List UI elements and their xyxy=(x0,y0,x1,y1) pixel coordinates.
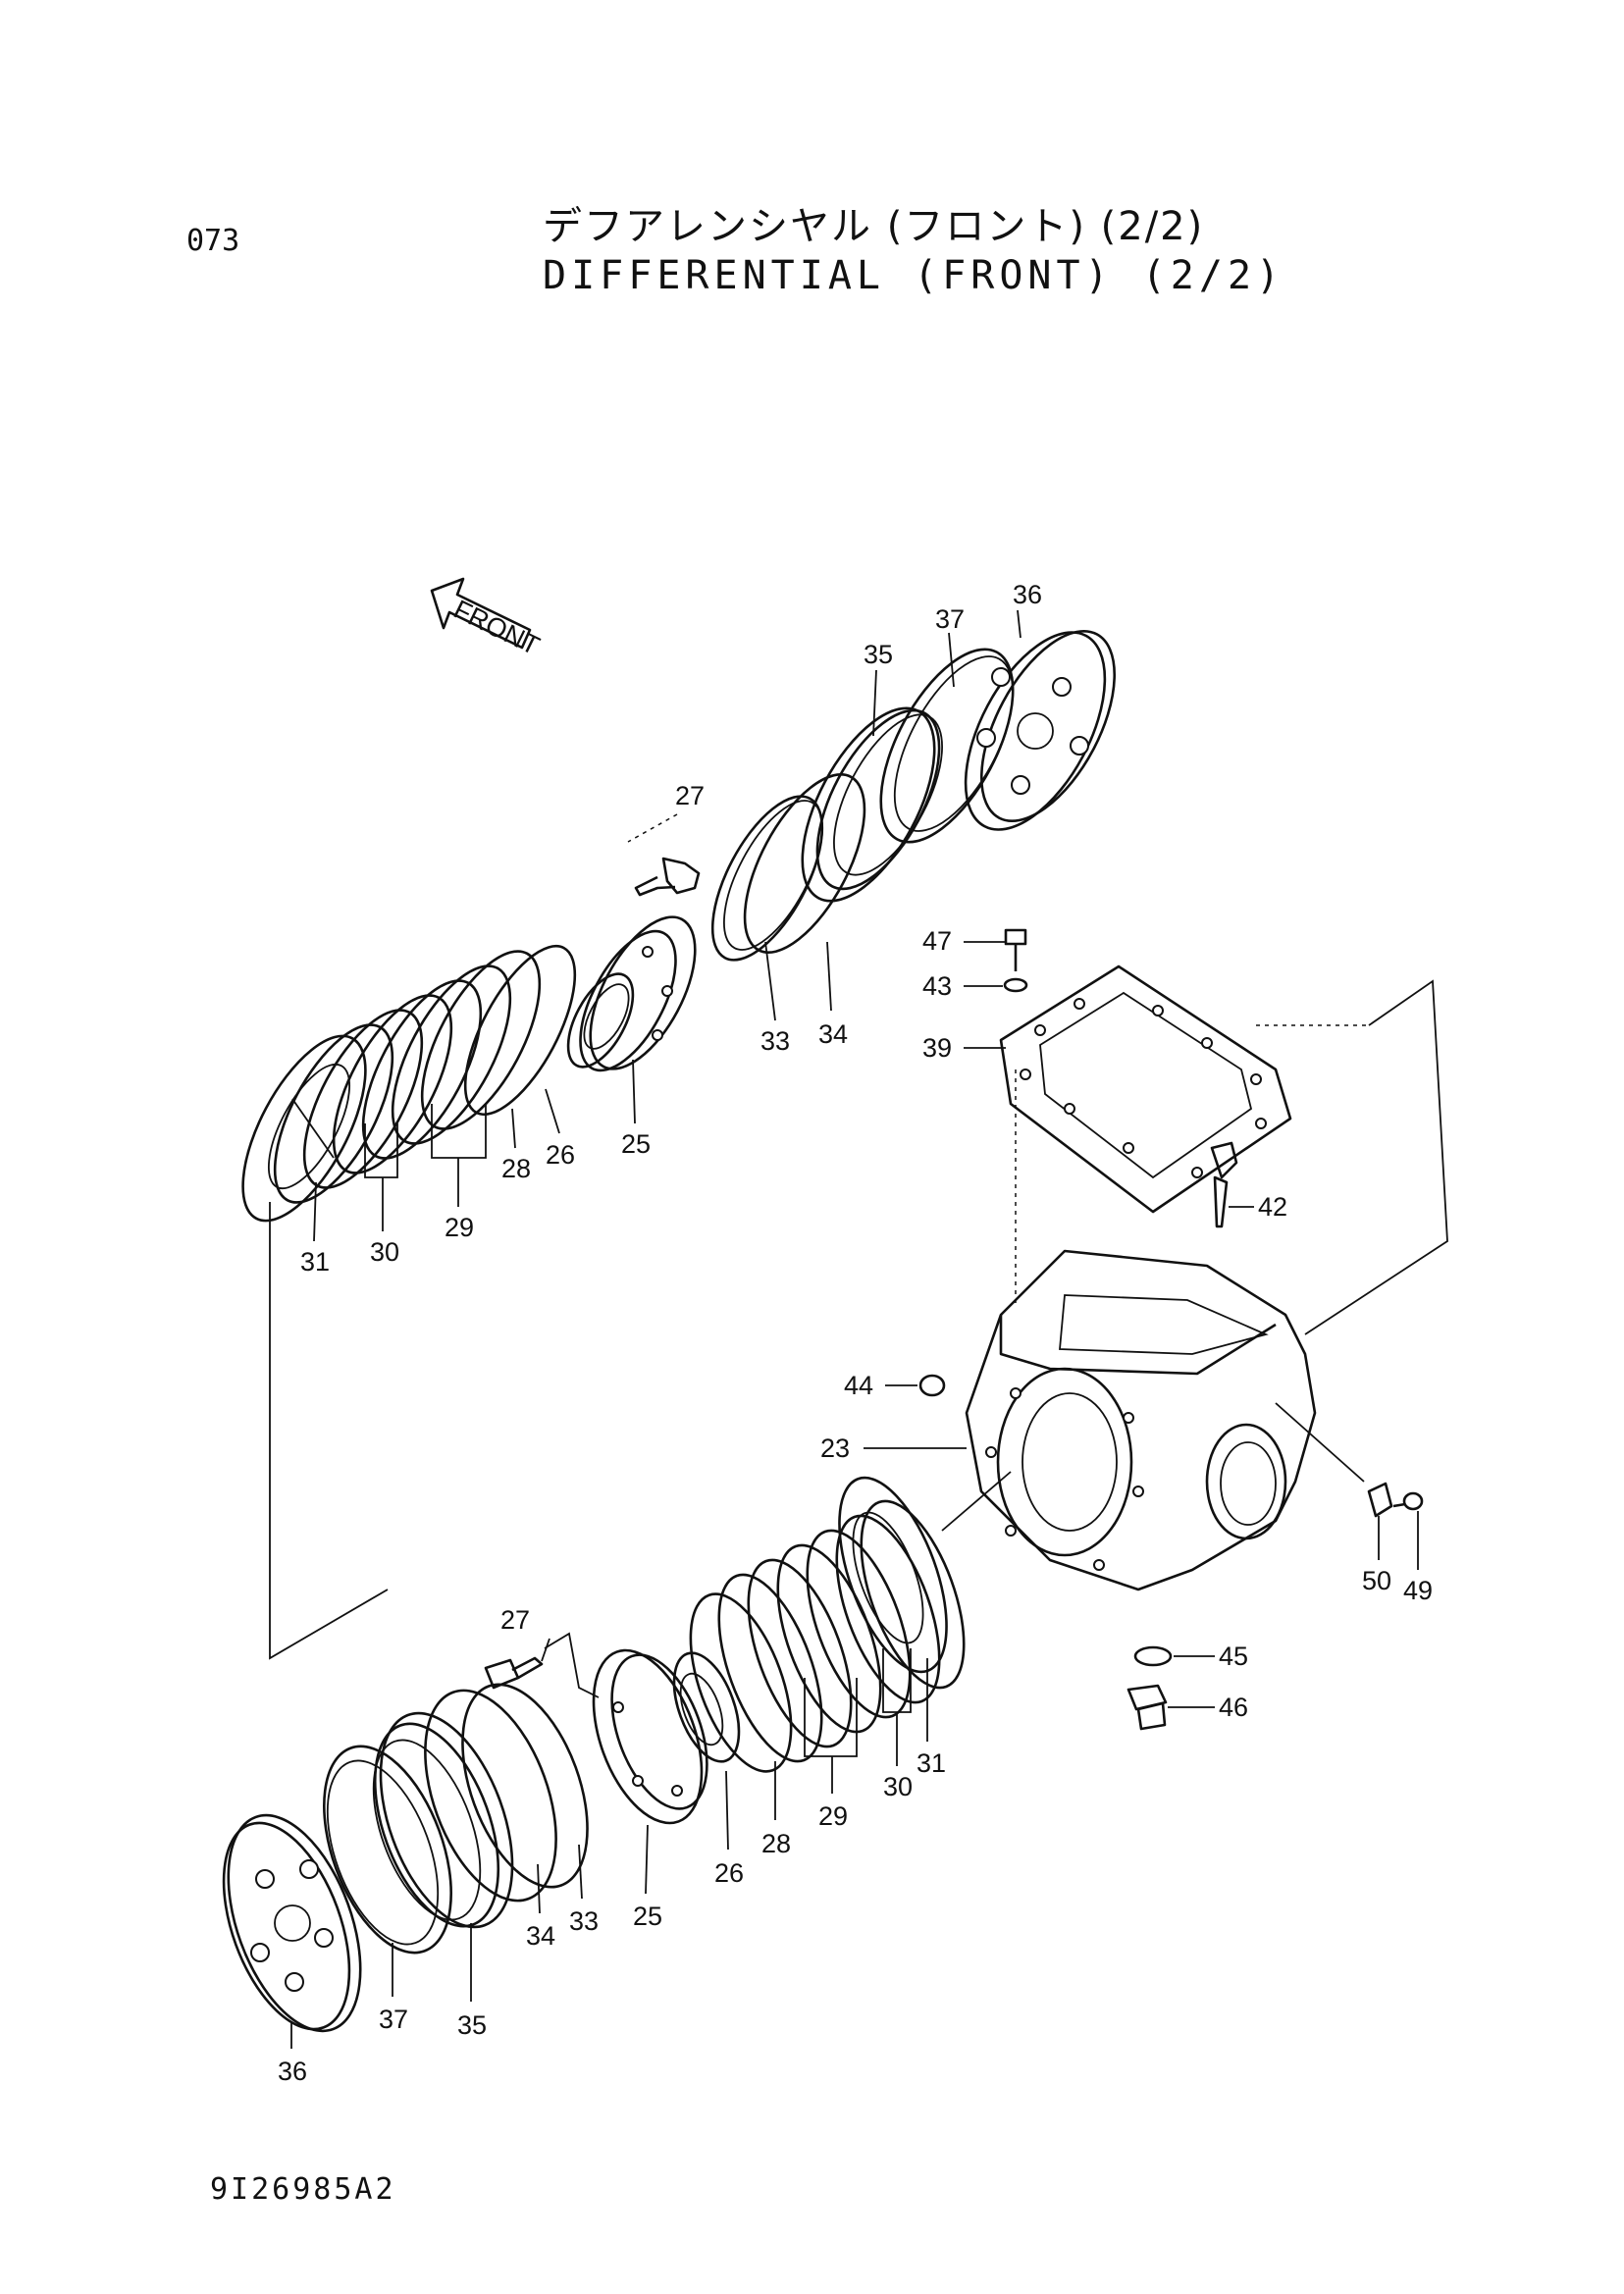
part-35-upper-piston xyxy=(801,706,943,903)
part-47-bolt xyxy=(1004,928,1027,971)
label-29-upper: 29 xyxy=(445,1213,474,1242)
part-23-housing xyxy=(965,1249,1317,1591)
label-27-lower: 27 xyxy=(500,1605,530,1635)
label-42: 42 xyxy=(1258,1192,1287,1222)
upper-leader-lines xyxy=(313,609,1022,1242)
part-37-upper-plate xyxy=(879,648,1015,844)
label-28-lower: 28 xyxy=(761,1829,791,1858)
label-28-upper: 28 xyxy=(501,1154,531,1183)
assembly-bracket-line xyxy=(269,1202,389,1660)
part-43-washer xyxy=(1003,977,1028,993)
part-25-lower-retainer xyxy=(592,1648,741,1825)
label-25-lower: 25 xyxy=(633,1902,662,1931)
label-26-upper: 26 xyxy=(546,1140,575,1170)
part-35-lower-piston xyxy=(372,1711,514,1929)
label-33-lower: 33 xyxy=(569,1906,599,1936)
label-34-upper: 34 xyxy=(818,1019,848,1049)
part-31-lower-end-disc xyxy=(838,1476,948,1674)
label-29-lower: 29 xyxy=(818,1801,848,1831)
part-25-upper-retainer xyxy=(566,915,697,1072)
label-31-lower: 31 xyxy=(917,1748,946,1778)
part-27-lower-bolt xyxy=(484,1632,600,1698)
label-46: 46 xyxy=(1219,1693,1248,1722)
label-43: 43 xyxy=(922,971,952,1001)
part-33-upper-seal xyxy=(710,795,824,962)
label-35-upper: 35 xyxy=(864,640,893,669)
label-23: 23 xyxy=(820,1434,850,1463)
part-44-plug xyxy=(918,1374,946,1397)
upper-part-labels: 27 36 37 35 33 34 25 26 28 29 30 31 xyxy=(300,580,1042,1277)
part-49-bolt xyxy=(1392,1491,1424,1511)
part-46-drain-plug xyxy=(1126,1684,1168,1731)
label-26-lower: 26 xyxy=(714,1858,744,1888)
label-30-upper: 30 xyxy=(370,1237,399,1267)
part-39-cover-plate xyxy=(999,965,1292,1214)
label-36-upper: 36 xyxy=(1013,580,1042,609)
label-25-upper: 25 xyxy=(621,1129,651,1159)
label-31-upper: 31 xyxy=(300,1247,330,1277)
label-49: 49 xyxy=(1403,1576,1433,1605)
front-arrow-label: FRONT xyxy=(449,595,545,661)
title-japanese: デフアレンシヤル (フロント) (2/2) xyxy=(543,204,1205,249)
part-50-plate xyxy=(1367,1482,1393,1518)
label-50: 50 xyxy=(1362,1566,1391,1595)
part-42-breather xyxy=(1210,1141,1238,1228)
label-39: 39 xyxy=(922,1033,952,1063)
label-44: 44 xyxy=(844,1371,873,1400)
label-47: 47 xyxy=(922,926,952,956)
label-37-upper: 37 xyxy=(935,604,965,634)
label-33-upper: 33 xyxy=(760,1026,790,1056)
label-27-upper: 27 xyxy=(675,781,705,810)
front-direction-arrow: FRONT xyxy=(430,577,545,661)
label-37-lower: 37 xyxy=(379,2005,408,2034)
part-34-upper-seal xyxy=(743,773,866,954)
label-36-lower: 36 xyxy=(278,2057,307,2086)
part-45-oring xyxy=(1133,1645,1173,1667)
label-34-lower: 34 xyxy=(526,1921,555,1951)
part-26-lower-snapring xyxy=(689,1592,793,1773)
part-26-upper-snapring xyxy=(463,944,577,1117)
label-30-lower: 30 xyxy=(883,1772,913,1801)
lower-part-labels: 27 25 26 28 29 30 31 33 34 35 37 36 xyxy=(278,1605,946,2086)
part-36-upper-disc xyxy=(964,629,1117,831)
label-35-lower: 35 xyxy=(457,2010,487,2040)
housing-part-labels: 47 43 39 42 44 23 45 46 50 49 xyxy=(820,926,1433,1722)
drawing-number: 9I26985A2 xyxy=(210,2172,396,2207)
label-45: 45 xyxy=(1219,1642,1248,1671)
part-37-lower-plate xyxy=(323,1745,452,1955)
part-31-upper-end-disc xyxy=(241,1034,367,1223)
part-33-lower-seal xyxy=(461,1683,589,1889)
part-27-upper-bolt xyxy=(634,857,701,897)
housing-leader-lines xyxy=(864,941,1448,1708)
part-36-lower-disc xyxy=(222,1813,362,2033)
title-english: DIFFERENTIAL (FRONT) (2/2) xyxy=(543,253,1285,298)
parts-28-29-30-lower-disc-stack xyxy=(717,1499,966,1763)
lower-leader-lines xyxy=(290,1648,928,2049)
page-number: 073 xyxy=(186,224,240,258)
part-34-lower-seal xyxy=(424,1689,557,1903)
